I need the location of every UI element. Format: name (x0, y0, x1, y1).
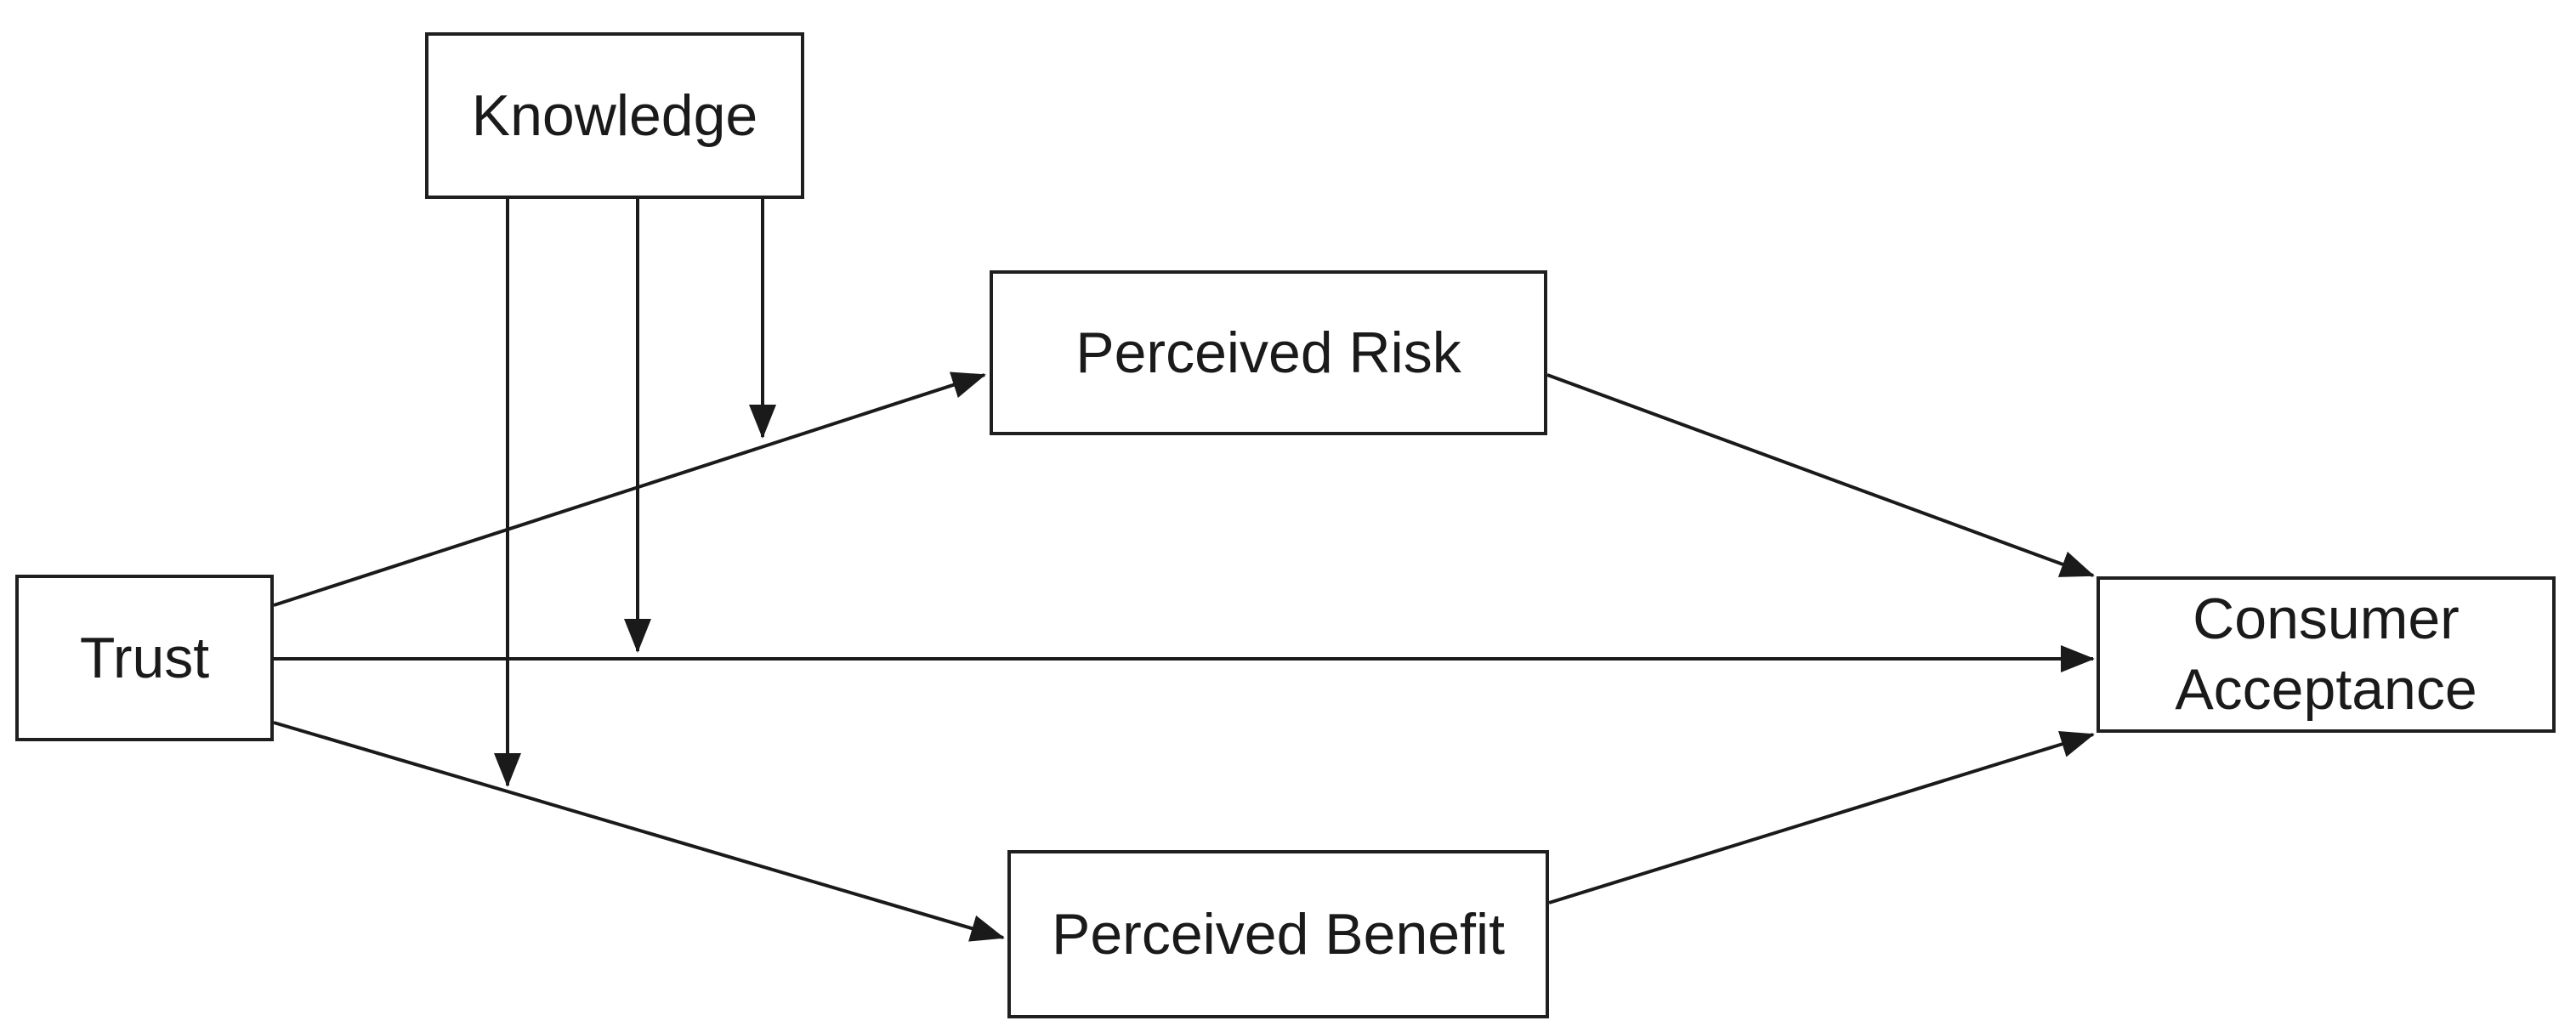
node-perceived-benefit: Perceived Benefit (1007, 850, 1549, 1018)
node-knowledge-label: Knowledge (471, 82, 758, 148)
arrow-trust-to-perceived-risk (273, 371, 986, 607)
node-perceived-benefit-label: Perceived Benefit (1052, 901, 1505, 967)
node-consumer-acceptance-label: Consumer Acceptance (2175, 587, 2477, 722)
node-trust: Trust (15, 575, 274, 741)
node-perceived-risk-label: Perceived Risk (1075, 320, 1461, 385)
node-perceived-risk: Perceived Risk (990, 270, 1547, 435)
arrow-perceived-risk-to-consumer-acceptance (1546, 373, 2095, 577)
node-consumer-acceptance: Consumer Acceptance (2097, 576, 2556, 733)
node-trust-label: Trust (79, 625, 210, 690)
arrow-trust-to-perceived-benefit (273, 721, 1005, 942)
arrow-perceived-benefit-to-consumer-acceptance (1548, 730, 2095, 904)
node-knowledge: Knowledge (425, 32, 804, 199)
